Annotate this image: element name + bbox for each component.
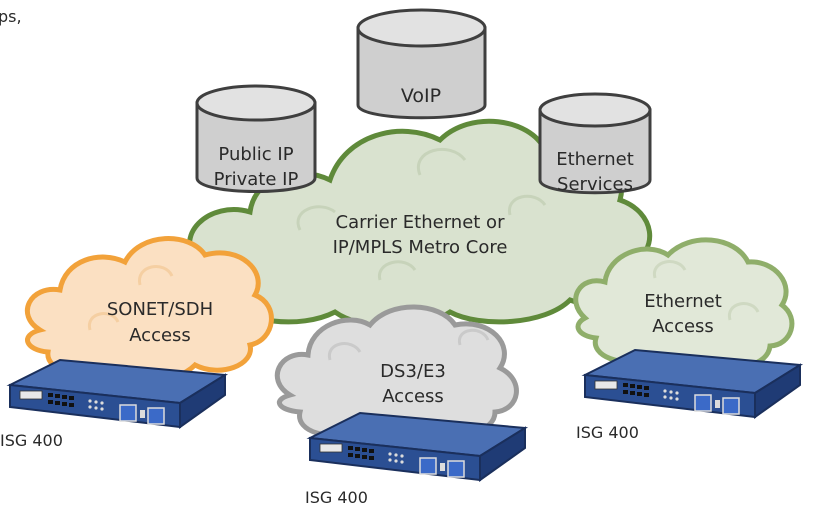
public-ip-label: Public IP [218, 144, 293, 165]
isg-label-right: ISG 400 [576, 423, 639, 442]
ds3-cloud: DS3/E3 Access [274, 304, 519, 444]
service-public-ip: Public IP Private IP [195, 84, 317, 193]
ds3-label-1: DS3/E3 [380, 361, 446, 382]
core-label-2: IP/MPLS Metro Core [333, 237, 508, 258]
ethernet-services-label-1: Ethernet [556, 149, 634, 170]
ethernet-access-cloud: Ethernet Access [573, 237, 795, 373]
core-label-1: Carrier Ethernet or [336, 212, 506, 233]
ds3-label-2: Access [382, 386, 444, 407]
ethernet-access-label-2: Access [652, 316, 714, 337]
isg-label-center: ISG 400 [305, 488, 368, 507]
voip-label: VoIP [401, 85, 441, 107]
private-ip-label: Private IP [214, 169, 299, 190]
sonet-label-2: Access [129, 325, 191, 346]
ethernet-services-label-2: Services [557, 174, 633, 195]
ethernet-access-label-1: Ethernet [644, 291, 722, 312]
isg-device-right [584, 349, 801, 418]
service-voip: VoIP [356, 8, 487, 120]
sonet-cloud: SONET/SDH Access [25, 236, 274, 383]
service-ethernet-services: Ethernet Services [538, 92, 652, 195]
isg-label-left: ISG 400 [0, 431, 63, 450]
core-cloud [187, 118, 653, 330]
sonet-label-1: SONET/SDH [107, 299, 213, 320]
top-text-fragment: ps, [0, 7, 22, 26]
